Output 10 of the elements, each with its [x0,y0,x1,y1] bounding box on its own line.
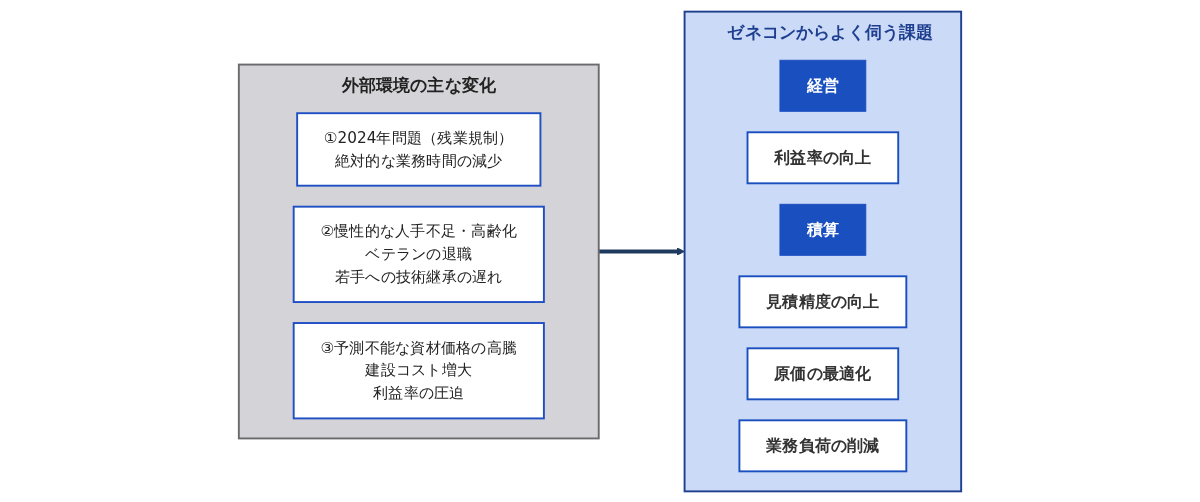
node-box: 経営 [779,59,867,112]
node-box: ①2024年問題（残業規制） 絶対的な業務時間の減少 [296,111,542,187]
node-box: 積算 [779,203,867,256]
node-box: 見積精度の向上 [738,274,908,328]
node-box: ②慢性的な人手不足・高齢化 ベテランの退職 若手への技術継承の遅れ [292,205,545,303]
node-box: 業務負荷の削減 [738,418,908,472]
node-box: 利益率の向上 [746,130,900,184]
node-box: ③予測不能な資材価格の高騰 建設コスト増大 利益率の圧迫 [292,321,545,419]
node-box: 原価の最適化 [746,346,900,400]
arrow [598,246,685,256]
